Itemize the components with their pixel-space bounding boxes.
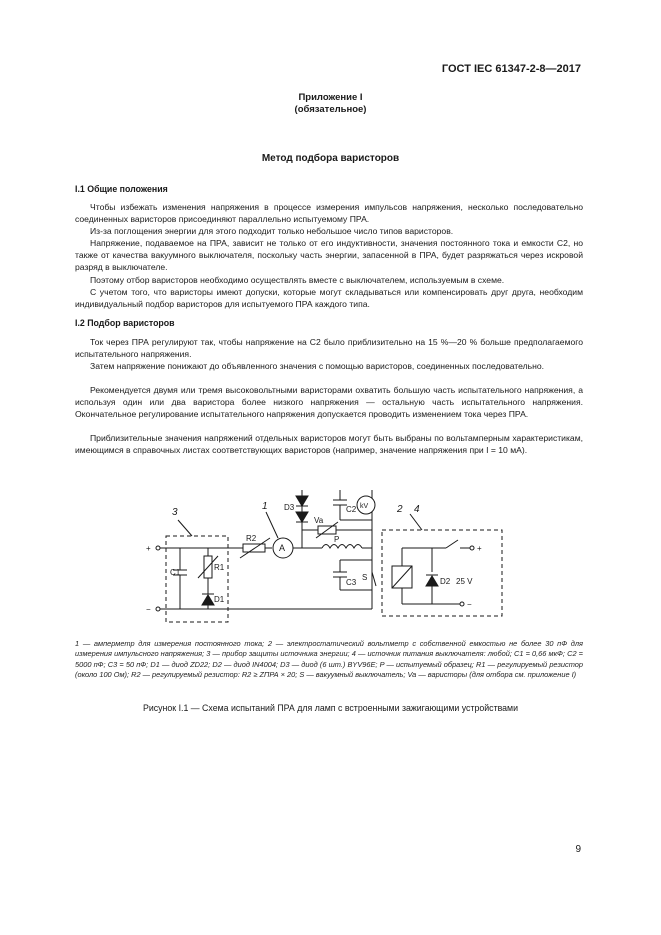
paragraph: Из-за поглощения энергии для этого подхо… — [90, 226, 454, 236]
figure-caption: Рисунок I.1 — Схема испытаний ПРА для ла… — [142, 703, 519, 713]
label-d2: D2 — [440, 577, 451, 586]
paragraph: Приблизительные значения напряжений отде… — [75, 433, 583, 456]
paragraph: С учетом того, что варисторы имеют допус… — [75, 287, 583, 310]
label-c3: C3 — [346, 578, 357, 587]
label-r2: R2 — [246, 534, 257, 543]
annex-subtitle: (обязательное) — [294, 104, 367, 115]
annex-title: Приложение I — [298, 92, 363, 103]
paragraph: Ток через ПРА регулируют так, чтобы напр… — [75, 337, 583, 360]
section-2-heading: I.2 Подбор варисторов — [75, 318, 175, 328]
label-minus: − — [467, 600, 472, 609]
callout-2: 2 — [396, 504, 403, 515]
label-s: S — [362, 573, 367, 582]
callout-4: 4 — [414, 504, 420, 515]
label-va: Va — [314, 516, 324, 525]
label-kv: kV — [360, 503, 369, 510]
label-25v: 25 V — [456, 577, 473, 586]
paragraph: Затем напряжение понижают до объявленног… — [90, 361, 545, 371]
page-number: 9 — [575, 844, 581, 855]
label-input-plus: + — [146, 544, 151, 553]
paragraph: Напряжение, подаваемое на ПРА, зависит н… — [75, 238, 583, 273]
label-d3: D3 — [284, 503, 295, 512]
label-ammeter: A — [279, 543, 285, 553]
paragraph: Чтобы избежать изменения напряжения в пр… — [75, 202, 583, 225]
test-circuit-diagram: 3 1 2 4 R2 A D3 Va C2 kV P C3 S C1 R1 D1… — [146, 490, 503, 623]
standard-designation: ГОСТ IEC 61347-2-8—2017 — [441, 63, 581, 75]
figure-legend: 1 — амперметр для измерения постоянного … — [75, 639, 583, 680]
label-c2: C2 — [346, 505, 357, 514]
label-c1: C1 — [170, 568, 181, 577]
paragraph: Поэтому отбор варисторов необходимо осущ… — [90, 275, 505, 285]
label-p: P — [334, 535, 339, 544]
method-title: Метод подбора варисторов — [261, 153, 400, 164]
paragraph: Рекомендуется двумя или тремя высоковоль… — [75, 385, 583, 420]
annex-heading: Приложение I (обязательное) — [0, 92, 661, 116]
label-r1: R1 — [214, 563, 225, 572]
label-input-minus: − — [146, 605, 151, 614]
callout-3: 3 — [172, 507, 178, 518]
section-1-heading: I.1 Общие положения — [75, 184, 168, 194]
callout-1: 1 — [262, 501, 268, 512]
label-d1: D1 — [214, 595, 225, 604]
label-plus: + — [477, 544, 482, 553]
